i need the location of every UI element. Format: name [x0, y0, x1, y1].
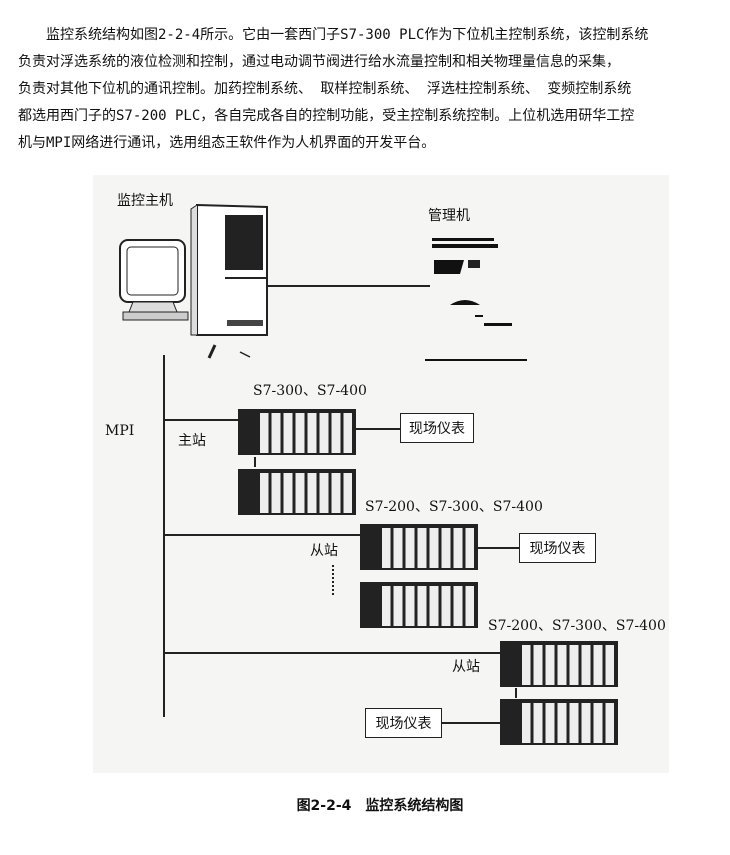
paragraph-line: 负责对浮选系统的液位检测和控制，通过电动调节阀进行给水流量控制和相关物理量信息的…: [18, 54, 620, 70]
paragraph-line: 监控系统结构如图2-2-4所示。它由一套西门子S7-300 PLC作为下位机主控…: [18, 27, 649, 43]
management-computer-icon: [425, 238, 527, 361]
plc-rack-icon: [238, 469, 356, 515]
monitor-host-label: 监控主机: [117, 193, 173, 209]
link-rack: [515, 688, 517, 698]
plc-group-label: S7-300、S7-400: [253, 383, 367, 399]
link-bus-slave2: [163, 652, 500, 654]
field-instrument-box: 现场仪表: [400, 413, 474, 443]
link-master-field: [356, 428, 400, 430]
slave-station-label: 从站: [310, 543, 338, 559]
plc-rack-icon: [238, 409, 356, 455]
link-bus-master: [163, 419, 238, 421]
master-station-label: 主站: [178, 433, 206, 449]
link-rack: [254, 457, 256, 467]
link-slave1-field: [476, 547, 519, 549]
link-host-management: [268, 285, 430, 287]
slave-station-label: 从站: [452, 659, 480, 675]
mpi-bus-line: [163, 355, 165, 717]
plc-rack-icon: [500, 699, 618, 745]
plc-group-label: S7-200、S7-300、S7-400: [365, 499, 543, 515]
mpi-label: MPI: [105, 423, 135, 439]
paragraph-line: 机与MPI网络进行通讯，选用组态王软件作为人机界面的开发平台。: [18, 135, 436, 151]
field-instrument-box: 现场仪表: [519, 533, 596, 563]
paragraph-line: 都选用西门子的S7-200 PLC，各自完成各自的控制功能，受主控制系统控制。上…: [18, 108, 635, 124]
management-label: 管理机: [428, 208, 470, 224]
plc-group-label: S7-200、S7-300、S7-400: [488, 618, 666, 634]
link-bus-slave1: [163, 534, 360, 536]
field-instrument-box: 现场仪表: [365, 708, 442, 738]
link-slave2-field: [440, 722, 500, 724]
figure-caption: 图2-2-4 监控系统结构图: [296, 798, 464, 814]
plc-rack-icon: [500, 641, 618, 687]
plc-rack-icon: [360, 582, 478, 628]
paragraph-line: 负责对其他下位机的通讯控制。加药控制系统、 取样控制系统、 浮选柱控制系统、 变…: [18, 81, 632, 97]
body-paragraph: 监控系统结构如图2-2-4所示。它由一套西门子S7-300 PLC作为下位机主控…: [18, 22, 718, 157]
monitor-host-computer-icon: [119, 203, 268, 359]
ellipsis-dots: [332, 565, 334, 595]
plc-rack-icon: [360, 524, 478, 570]
